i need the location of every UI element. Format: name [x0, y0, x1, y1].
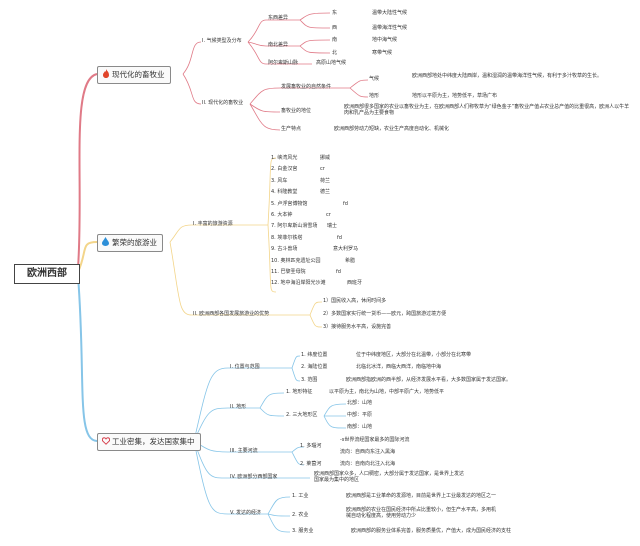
tour-resource-9[interactable]: 9. 古斗兽场 — [271, 246, 298, 253]
link-root-tour — [77, 241, 98, 273]
agri-north-south[interactable]: 南北差异 — [268, 42, 289, 48]
ind-econ-agriculture-value: 欧洲西部的农业在国民经济中所占比重较小，但生产水平高，多用机械自动化程度高，使用… — [346, 507, 497, 519]
tour-resource-12-country: 西班牙 — [347, 280, 363, 287]
agri-terrain-value: 地形以平原为主，地势低平，草场广布 — [412, 93, 498, 99]
agri-south[interactable]: 南 — [332, 37, 338, 43]
agri-feature[interactable]: 生产特点 — [281, 126, 302, 132]
tour-resource-7-country: 瑞士 — [327, 223, 338, 230]
heart-icon — [101, 434, 110, 450]
ind-rivers-title[interactable]: III. 主要河流 — [230, 448, 258, 454]
agri-west[interactable]: 西 — [332, 25, 338, 31]
ind-terrain-north: 北部：山地 — [347, 400, 373, 406]
ind-terrain-feature-value: 以平原为主，南北为山地，中部平原广大，地势低平 — [329, 389, 445, 395]
agri-terrain[interactable]: 地形 — [369, 93, 380, 99]
agri-east-west[interactable]: 东西差异 — [268, 15, 289, 21]
tour-resource-4[interactable]: 4. 科隆教堂 — [271, 189, 298, 196]
agri-north[interactable]: 北 — [332, 50, 338, 56]
tour-resource-3-country: 荷兰 — [320, 177, 331, 184]
tour-resource-1[interactable]: 1. 峡湾风光 — [271, 155, 298, 161]
ind-terrain-feature[interactable]: 1. 地形特征 — [286, 389, 313, 395]
agri-feature-value: 欧洲西部劳动力短缺，农业生产高度自动化、机械化 — [334, 126, 450, 132]
ind-terrain-title[interactable]: II. 地形 — [230, 404, 247, 410]
agri-east[interactable]: 东 — [332, 10, 338, 16]
ind-sea-value: 北临北冰洋，西临大西洋，南临地中海 — [356, 364, 442, 370]
ind-danube-value-2: 流向：自西向东注入黑海 — [340, 449, 396, 455]
branch-tourism[interactable]: 繁荣的旅游业 — [97, 234, 163, 252]
tour-adv-3[interactable]: 3）接待服务水平高，设施完善 — [323, 324, 392, 330]
agri-climate[interactable]: 气候 — [369, 76, 380, 82]
ind-sea[interactable]: 2. 海陆位置 — [301, 364, 328, 370]
ind-terrain-south: 南部：山地 — [347, 424, 373, 430]
ind-latitude-value: 位于中纬度地区，大部分在北温带，小部分在北寒带 — [356, 352, 472, 358]
tour-resource-5[interactable]: 5. 卢浮宫博物馆 — [271, 200, 308, 207]
tour-resource-4-country: 德兰 — [320, 189, 331, 196]
tour-s2-title[interactable]: II. 欧洲西部各国发展旅游业的优势 — [193, 311, 270, 317]
agri-natural-conditions[interactable]: 发展畜牧业的自然条件 — [281, 84, 332, 90]
ind-econ-industry[interactable]: 1. 工业 — [292, 493, 309, 499]
agri-north-value: 寒带气候 — [372, 50, 393, 56]
droplet-icon — [101, 235, 110, 251]
ind-econ-service-value: 欧洲西部的服务业体系完善，服务质量优，产值大，成为国民经济的支柱 — [351, 528, 512, 534]
ind-rhine-value: 流向：自南向北注入北海 — [340, 461, 396, 467]
branch-tourism-label: 繁荣的旅游业 — [112, 238, 157, 247]
branch-agriculture-label: 现代化的畜牧业 — [112, 70, 165, 79]
ind-dev-title[interactable]: IV. 欧洲部分西部国家 — [230, 474, 278, 480]
tour-resource-2-country: cr — [320, 166, 325, 173]
tour-resource-12[interactable]: 12. 地中海沿岸阳光沙滩 — [271, 280, 326, 287]
branch-industry-label: 工业密集，发达国家集中 — [112, 437, 195, 446]
ind-dev-value: 欧洲西部国家众多，人口稠密，大部分属于发达国家，是世界上发达国家最为集中的地区 — [314, 471, 465, 483]
tour-resource-9-country: 意大利罗马 — [333, 246, 359, 253]
tour-resource-10[interactable]: 10. 奥林匹克遗址公园 — [271, 257, 321, 264]
agri-s1-title[interactable]: I. 气候类型及分布 — [202, 38, 242, 44]
ind-three-regions[interactable]: 2. 三大地形区 — [286, 412, 318, 418]
link-root-ind — [77, 275, 98, 442]
root-node[interactable]: 欧洲西部 — [14, 264, 80, 284]
tour-resource-1-country: 挪威 — [320, 155, 331, 161]
ind-econ-service[interactable]: 3. 服务业 — [292, 528, 314, 534]
branch-agriculture[interactable]: 现代化的畜牧业 — [97, 66, 171, 84]
tour-resource-2[interactable]: 2. 白金汉宫 — [271, 166, 298, 173]
tour-resource-11-country: fd — [336, 269, 341, 275]
tour-adv-1[interactable]: 1）国民收入高，休闲时间多 — [323, 298, 387, 304]
ind-danube[interactable]: 1. 多瑙河 — [300, 443, 322, 449]
ind-danube-value-1: -s世界流经国家最多的国际河流 — [340, 437, 410, 443]
fire-icon — [101, 67, 110, 83]
agri-status-value: 欧洲西部很多国家的农业以畜牧业为主，在欧洲西部人们称牧草为“绿色金子”畜牧业产值… — [344, 104, 630, 116]
tour-resource-3[interactable]: 3. 风车 — [271, 177, 288, 184]
branch-industry[interactable]: 工业密集，发达国家集中 — [97, 433, 201, 451]
tour-adv-2[interactable]: 2）多数国家实行统一货币——欧元，跨国旅游过境方便 — [323, 311, 447, 317]
ind-loc-title[interactable]: I. 位置与范围 — [230, 364, 260, 370]
tour-resource-11[interactable]: 11. 巴黎圣母院 — [271, 269, 306, 275]
ind-range[interactable]: 3. 范围 — [301, 377, 318, 383]
link-root-agri — [77, 73, 98, 269]
ind-terrain-middle: 中部：平原 — [347, 412, 373, 418]
ind-econ-agriculture[interactable]: 2. 农业 — [292, 512, 309, 518]
tour-resource-8[interactable]: 8. 埃菲尔铁塔 — [271, 234, 303, 241]
tour-s1-title[interactable]: I. 丰富的旅游资源 — [193, 221, 233, 227]
agri-west-value: 温带海洋性气候 — [372, 25, 408, 31]
tour-resource-6[interactable]: 6. 大本钟 — [271, 212, 293, 218]
agri-status[interactable]: 畜牧业的地位 — [281, 108, 312, 114]
agri-alps[interactable]: 阿尔卑斯山脉 — [268, 60, 299, 66]
agri-alps-value: 高原山地气候 — [316, 60, 347, 66]
ind-rhine[interactable]: 2. 莱茵河 — [300, 461, 322, 467]
tour-resource-8-country: fd — [337, 234, 342, 241]
tour-resource-6-country: cr — [326, 212, 331, 218]
agri-east-value: 温带大陆性气候 — [372, 10, 408, 16]
ind-econ-industry-value: 欧洲西部是工业革命的发源地，目前是世界上工业最发达的地区之一 — [346, 493, 497, 499]
tour-resource-5-country: fd — [343, 200, 348, 207]
tour-resource-7[interactable]: 7. 阿尔卑斯山滑雪场 — [271, 223, 318, 230]
tour-resource-10-country: 希腊 — [345, 257, 356, 264]
agri-climate-value: 欧洲西部地处中纬度大陆西岸，温和湿润的温带海洋性气候，有利于多汁牧草的生长。 — [412, 73, 603, 79]
agri-south-value: 地中海气候 — [372, 37, 398, 43]
agri-s2-title[interactable]: II. 现代化的畜牧业 — [202, 100, 244, 106]
ind-latitude[interactable]: 1. 纬度位置 — [301, 352, 328, 358]
ind-econ-title[interactable]: V. 发达的经济 — [230, 510, 261, 516]
ind-range-value: 欧洲西部指欧洲的西半部，从经济发展水平看，大多数国家属于发达国家。 — [346, 377, 512, 383]
